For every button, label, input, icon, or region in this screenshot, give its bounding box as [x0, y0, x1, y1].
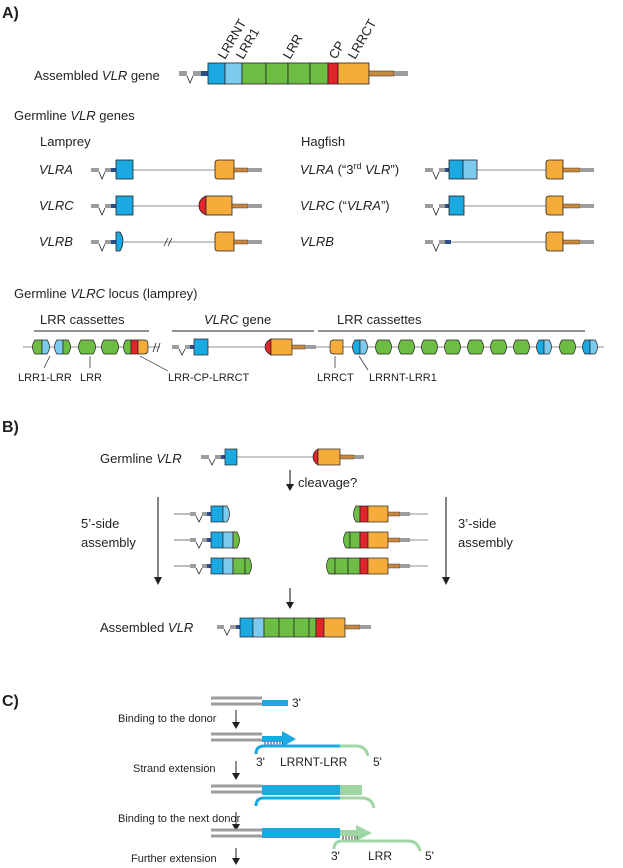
assembled-vlr-diagram — [217, 617, 371, 638]
locus-header-right: LRR cassettes — [337, 312, 422, 327]
stage-3-5prime-label: 5' — [425, 849, 434, 863]
three-prime-intermediate-2 — [343, 531, 428, 549]
assembled-vlr-gene-label: Assembled VLR gene — [34, 68, 160, 83]
right-assembly-label-1: 3’-side — [458, 516, 496, 531]
step-arrow-1 — [232, 710, 240, 729]
hagfish-title: Hagfish — [301, 134, 345, 149]
left-assembly-arrow — [154, 497, 162, 585]
vlrc-locus-diagram — [23, 338, 604, 356]
panel-c-stage-2 — [211, 784, 376, 809]
lamprey-vlrb-diagram — [91, 231, 262, 253]
domain-label-cp: CP — [326, 38, 348, 61]
germline-vlr-diagram — [201, 448, 364, 466]
lamprey-vlrb-label: VLRB — [39, 234, 73, 249]
vlrc-locus-title: Germline VLRC locus (lamprey) — [14, 286, 198, 301]
domain-label-lrrct: LRRCT — [345, 16, 380, 61]
hagfish-vlra-diagram — [425, 159, 594, 181]
callout-lrr1-lrr: LRR1-LRR — [18, 372, 72, 384]
right-assembly-arrow — [442, 497, 450, 585]
germline-vlr-label: Germline VLR — [100, 451, 182, 466]
panel-a-label: A) — [2, 5, 19, 22]
panel-c-stage-0 — [211, 696, 288, 706]
hagfish-vlrb-label: VLRB — [300, 234, 334, 249]
lamprey-vlrc-diagram — [91, 195, 262, 217]
five-prime-intermediate-1 — [174, 505, 230, 523]
cleavage-arrow — [286, 470, 294, 491]
stage-3-donor-label: LRR — [368, 849, 392, 863]
hagfish-vlrb-diagram — [425, 231, 594, 253]
locus-header-left: LRR cassettes — [40, 312, 125, 327]
right-assembly-label-2: assembly — [458, 535, 513, 550]
hagfish-vlra-label: VLRA (“3rd VLR”) — [300, 161, 399, 177]
lamprey-vlra-label: VLRA — [39, 162, 73, 177]
five-prime-intermediate-3 — [174, 557, 252, 575]
step-arrow-4 — [232, 848, 240, 865]
left-assembly-label-2: assembly — [81, 535, 136, 550]
step-arrow-2 — [232, 761, 240, 780]
cleavage-label: cleavage? — [298, 475, 357, 490]
assembly-arrow — [286, 588, 294, 609]
assembled-vlr-label: Assembled VLR — [100, 620, 193, 635]
lamprey-vlra-diagram — [91, 159, 262, 181]
domain-label-lrr: LRR — [280, 31, 306, 61]
callout-lrrct: LRRCT — [317, 372, 354, 384]
step-label-binding-donor: Binding to the donor — [118, 713, 217, 725]
step-label-binding-next-donor: Binding to the next donor — [118, 813, 241, 825]
step-label-further-extension: Further extension — [131, 853, 217, 865]
lamprey-title: Lamprey — [40, 134, 91, 149]
hagfish-vlrc-label: VLRC (“VLRA”) — [300, 198, 390, 213]
callout-lrr-cp-lrrct: LRR-CP-LRRCT — [168, 372, 250, 384]
three-prime-intermediate-3 — [326, 557, 428, 575]
panel-c-stage-1 — [211, 731, 370, 757]
stage-1-donor-label: LRRNT-LRR — [280, 755, 348, 769]
domain-labels: LRRNT LRR1 LRR CP LRRCT — [215, 16, 380, 61]
locus-header-mid: VLRC gene — [204, 312, 271, 327]
step-label-strand-extension: Strand extension — [133, 763, 216, 775]
five-prime-intermediate-2 — [174, 531, 240, 549]
panel-c-label: C) — [2, 693, 19, 710]
hagfish-vlrc-diagram — [425, 195, 594, 217]
callout-lrr: LRR — [80, 372, 102, 384]
callout-lrrnt-lrr1: LRRNT-LRR1 — [369, 372, 437, 384]
stage-0-3prime-label: 3' — [292, 696, 301, 710]
left-assembly-label-1: 5’-side — [81, 516, 119, 531]
germline-vlr-genes-title: Germline VLR genes — [14, 108, 135, 123]
assembled-vlr-gene-diagram — [179, 62, 408, 85]
stage-3-3prime-label: 3' — [331, 849, 340, 863]
locus-callout-lines — [43, 355, 369, 372]
panel-c-stage-3 — [211, 825, 422, 852]
panel-b-label: B) — [2, 419, 19, 436]
lamprey-vlrc-label: VLRC — [39, 198, 74, 213]
stage-1-3prime-label: 3' — [256, 755, 265, 769]
step-arrow-3 — [232, 812, 240, 831]
stage-1-5prime-label: 5' — [373, 755, 382, 769]
three-prime-intermediate-1 — [353, 505, 428, 523]
